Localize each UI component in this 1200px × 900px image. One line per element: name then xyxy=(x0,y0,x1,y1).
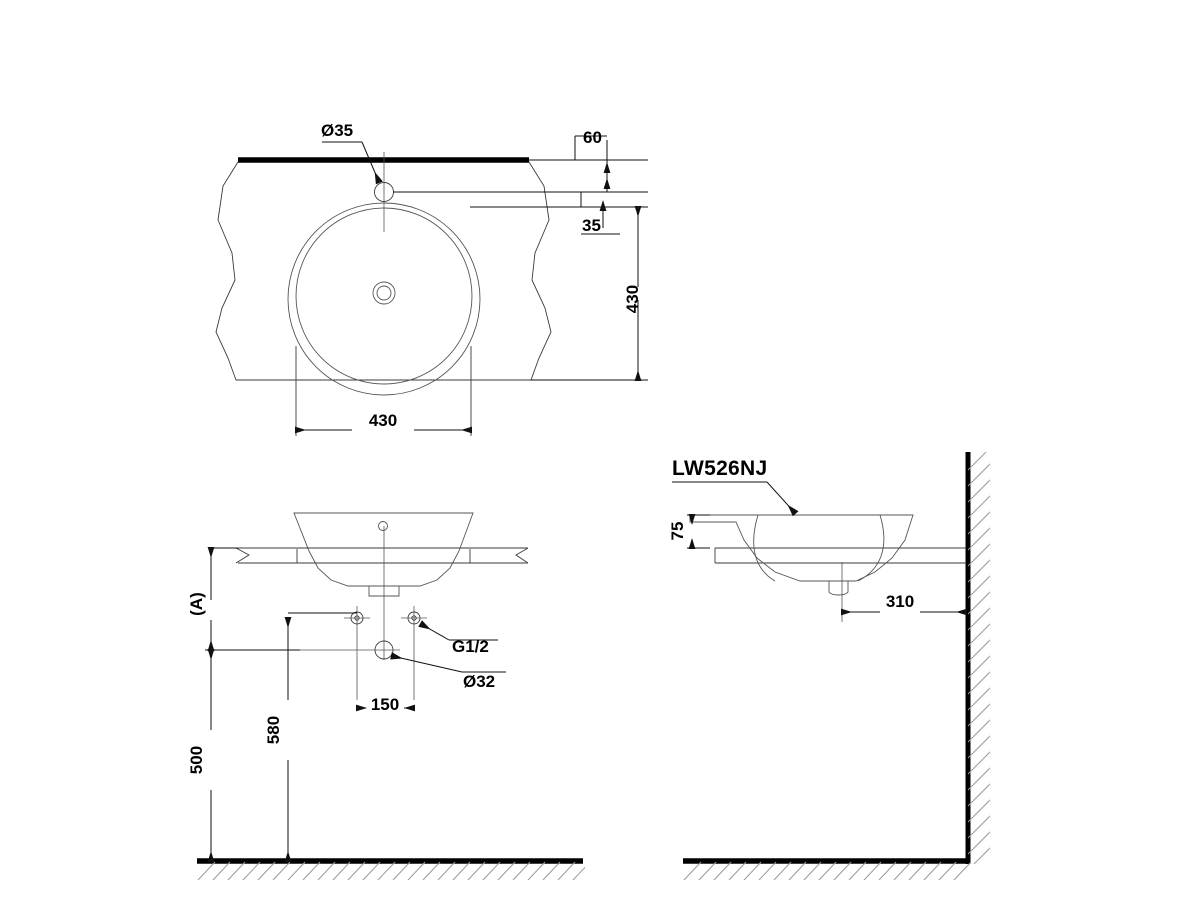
counter-break-left xyxy=(215,161,239,381)
model-callout: LW526NJ xyxy=(672,457,799,517)
dim-label-d32: Ø32 xyxy=(463,672,495,691)
dim-edge-to-hole: 60 xyxy=(574,128,611,192)
dim-label-150: 150 xyxy=(371,695,399,714)
basin-inner-wall-left xyxy=(753,514,776,582)
supply-stop-right xyxy=(401,606,427,700)
dim-label-310: 310 xyxy=(886,592,914,611)
dim-label-35: 35 xyxy=(582,216,601,235)
counter-break-symbol-left xyxy=(235,547,250,564)
dim-floor-to-supply: 580 xyxy=(264,612,357,862)
model-label: LW526NJ xyxy=(672,457,767,480)
floor-hatch-front xyxy=(197,861,585,881)
basin-outline-side xyxy=(689,514,914,582)
drain-inner-circle xyxy=(376,285,392,301)
floor-hatch-side xyxy=(683,861,972,881)
wall-hatch xyxy=(968,452,990,864)
faucet-hole-front xyxy=(378,521,388,531)
supply-stop-left xyxy=(344,606,370,700)
front-elevation-view: G1/2 Ø32 150 xyxy=(187,512,585,881)
basin-outline-front xyxy=(293,512,474,587)
basin-inner-wall-right xyxy=(857,514,885,582)
dim-label-d35: Ø35 xyxy=(321,121,353,140)
dim-supply-thread: G1/2 xyxy=(418,620,498,656)
dim-label-430-vertical: 430 xyxy=(623,285,642,313)
dim-floor-to-drain: 500 xyxy=(187,649,215,862)
dim-label-a-ref: (A) xyxy=(187,592,206,616)
counter-break-right xyxy=(528,161,552,381)
drain-outlet-front xyxy=(300,640,400,660)
dim-counter-height-ref: (A) xyxy=(187,547,300,651)
dim-label-60: 60 xyxy=(583,128,602,147)
basin-drain-boss-side xyxy=(828,581,849,596)
drain-outer-circle xyxy=(372,281,396,305)
model-leader-arrow xyxy=(766,481,799,517)
dim-drain-diameter: Ø32 xyxy=(390,652,506,691)
dim-supply-spread: 150 xyxy=(356,695,415,714)
dim-drain-to-wall: 310 xyxy=(841,592,967,616)
dim-label-75: 75 xyxy=(668,522,687,541)
dim-overall-width: 430 xyxy=(295,346,472,436)
dim-label-500: 500 xyxy=(187,746,206,774)
counter-break-symbol-right xyxy=(515,547,529,564)
top-view: Ø35 60 35 xyxy=(215,121,648,436)
dim-rim-above-counter: 75 xyxy=(668,514,710,549)
dim-label-430-horizontal: 430 xyxy=(369,411,397,430)
dim-faucet-hole-diameter: Ø35 xyxy=(321,121,383,185)
dim-hole-to-rim: 35 xyxy=(580,192,620,235)
dim-label-g12: G1/2 xyxy=(452,637,489,656)
side-section-view: LW526NJ 75 310 xyxy=(668,452,990,881)
dim-overall-depth: 430 xyxy=(623,206,642,381)
dim-label-580: 580 xyxy=(264,716,283,744)
